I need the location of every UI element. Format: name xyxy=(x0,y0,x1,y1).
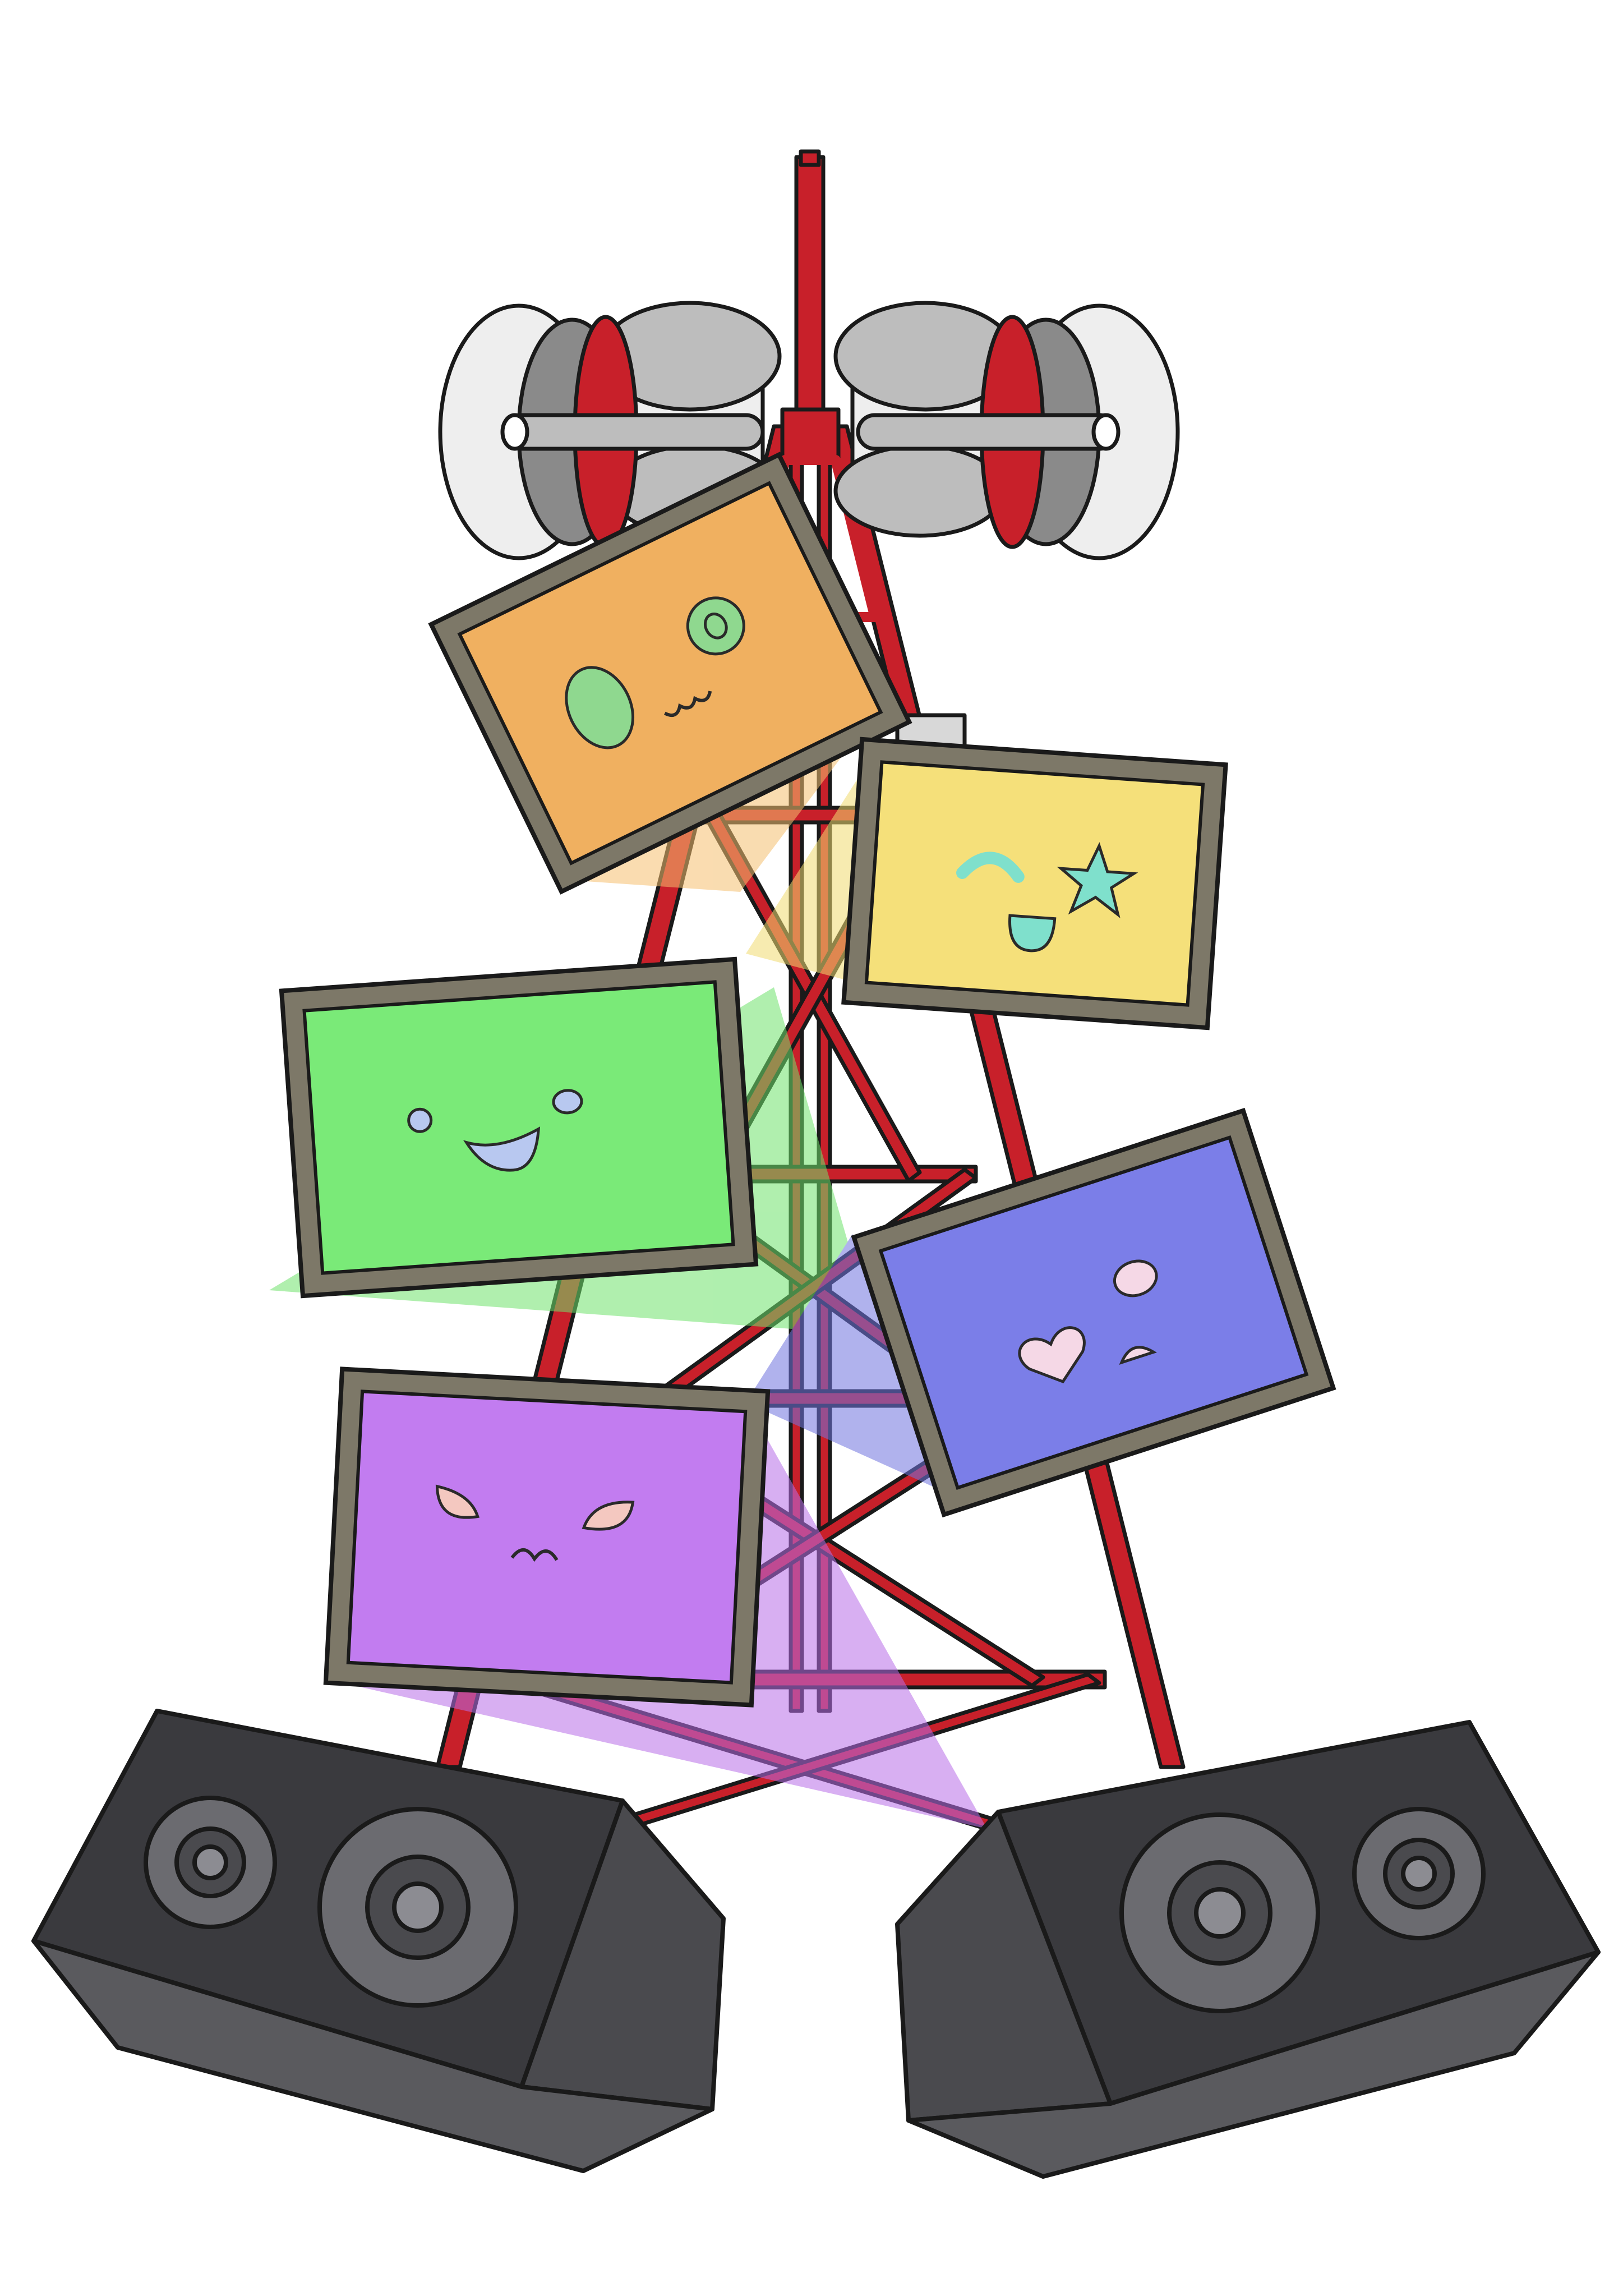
left-speaker xyxy=(31,1709,726,2173)
right-megaphone xyxy=(833,301,1180,560)
blue-screen-display xyxy=(878,1135,1309,1490)
yellow-beam xyxy=(746,752,875,982)
left-speaker-small-cone-cap xyxy=(192,1844,228,1880)
mouth xyxy=(1119,1346,1157,1365)
eye-left xyxy=(407,1107,433,1133)
eye-right xyxy=(582,1501,635,1531)
star-eye xyxy=(1057,842,1138,918)
blue-screen xyxy=(851,1107,1336,1518)
megaphones xyxy=(438,301,1180,560)
blue-screen-face xyxy=(1018,1259,1158,1383)
eye-right-pupil xyxy=(703,613,728,639)
left-speaker-bottom xyxy=(31,1939,714,2173)
right-megaphone-back xyxy=(833,444,1006,538)
right-megaphone-handle xyxy=(856,413,1118,451)
purple-screen-display xyxy=(346,1389,748,1685)
tower-mast xyxy=(794,155,826,451)
right-megaphone-cap xyxy=(1091,413,1121,451)
yellow-screen xyxy=(841,737,1228,1030)
tv-screens xyxy=(279,452,1336,1708)
green-screen-face xyxy=(407,1089,583,1172)
right-speaker-bottom xyxy=(906,1950,1601,2179)
tower-top-bracket xyxy=(780,407,841,462)
left-megaphone xyxy=(438,301,782,560)
orange-screen-display xyxy=(457,481,883,866)
green-screen-display xyxy=(302,980,735,1275)
right-speaker xyxy=(895,1720,1601,2179)
eye-right xyxy=(552,1089,583,1115)
left-megaphone-cap xyxy=(500,413,529,451)
mouth xyxy=(510,1548,559,1562)
yellow-screen-face xyxy=(956,842,1138,953)
tower-mast-tip xyxy=(799,149,821,167)
mouth xyxy=(463,1126,541,1172)
green-screen xyxy=(279,956,759,1299)
purple-screen-face xyxy=(435,1484,635,1562)
eye-wink xyxy=(956,852,1025,883)
right-speaker-small-cone-cap xyxy=(1401,1856,1437,1892)
left-speaker-large-cone-cap xyxy=(392,1881,444,1933)
eye-right xyxy=(1113,1259,1158,1297)
heart-eye xyxy=(1018,1326,1086,1383)
yellow-screen-display xyxy=(864,760,1205,1007)
orange-screen xyxy=(428,452,912,895)
right-speaker-large-cone-cap xyxy=(1194,1887,1246,1939)
eye-left xyxy=(435,1484,480,1519)
orange-screen-face xyxy=(565,596,745,749)
speakers xyxy=(31,1709,1601,2179)
purple-screen xyxy=(323,1366,771,1708)
mouth xyxy=(663,691,712,717)
blue-beam xyxy=(746,1234,970,1503)
left-megaphone-handle xyxy=(502,413,765,451)
eye-right xyxy=(686,596,745,656)
eye-left xyxy=(565,666,635,749)
mouth xyxy=(1008,914,1057,953)
